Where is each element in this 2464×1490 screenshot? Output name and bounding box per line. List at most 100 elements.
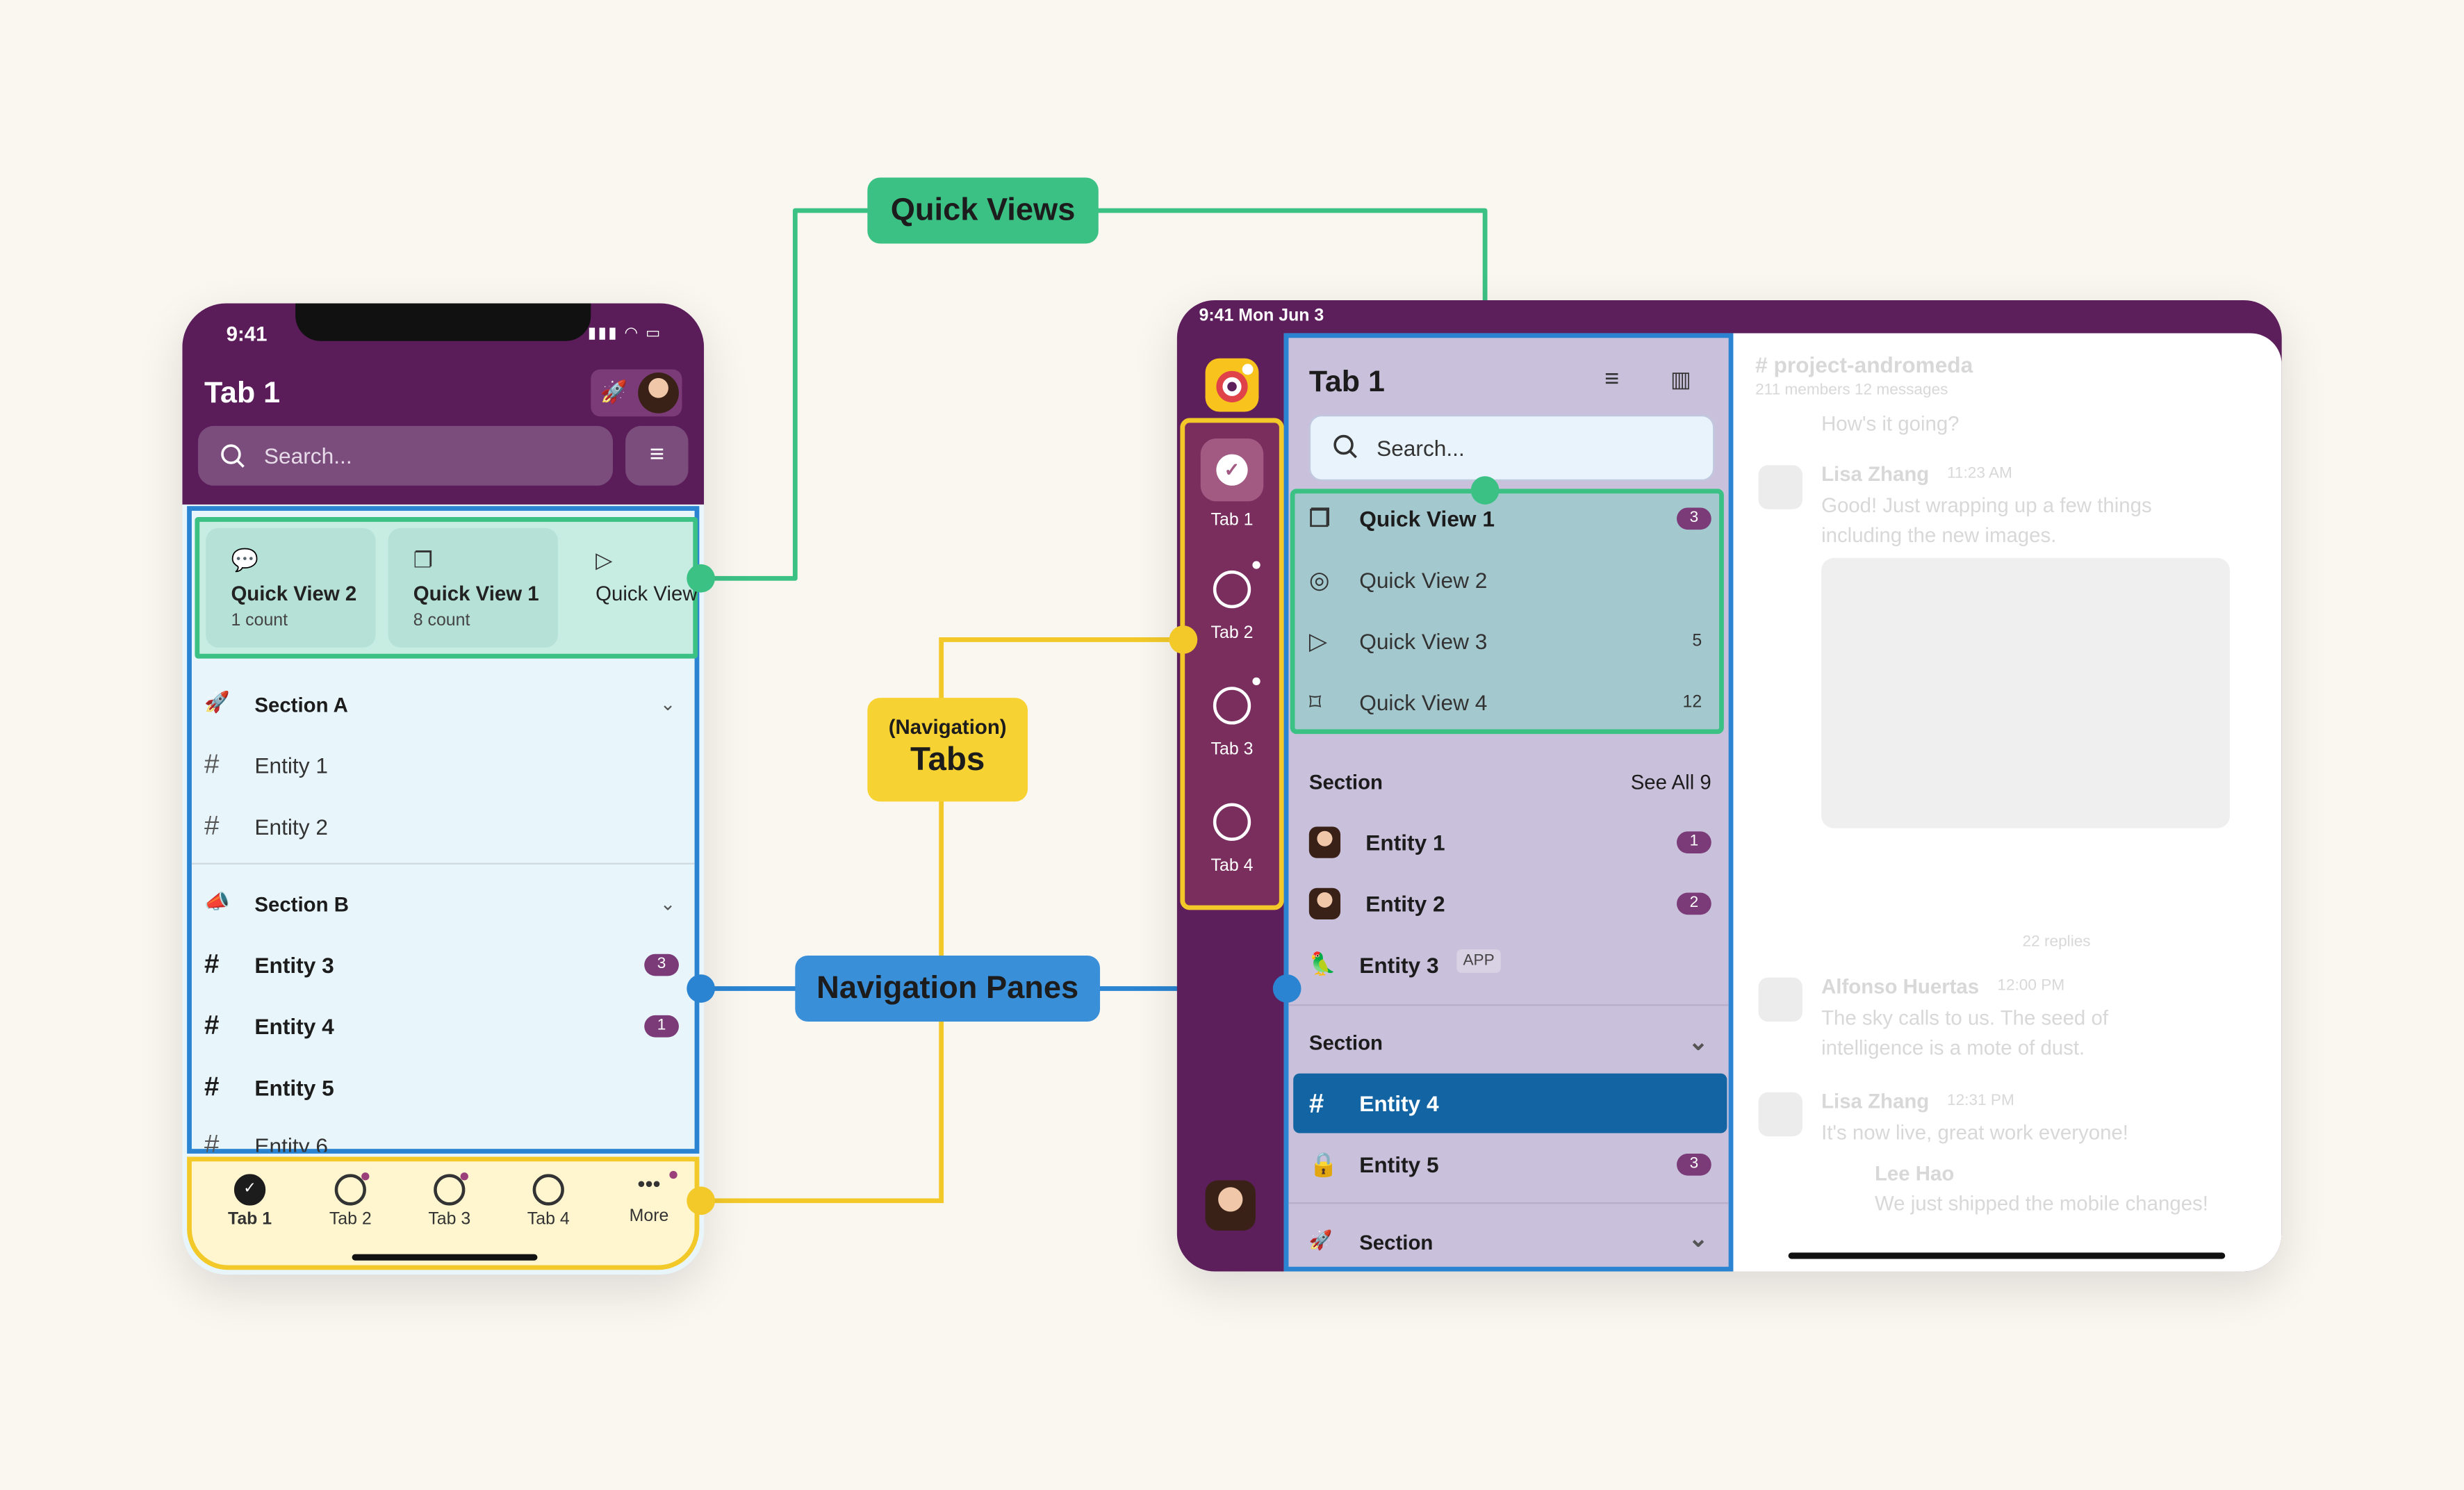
tab-label: Tab 2 (329, 1210, 372, 1229)
phone-page-title: Tab 1 (204, 377, 281, 411)
channel-meta: 211 members 12 messages (1755, 382, 1948, 400)
home-indicator (352, 1254, 538, 1261)
list-item-label: Entity 2 (1365, 891, 1445, 917)
list-item-label: Entity 6 (254, 1133, 328, 1152)
tab-circle-icon (532, 1174, 564, 1206)
message-text: intelligence is a mote of dust. (1821, 1035, 2085, 1060)
section-title: Section A (254, 693, 348, 717)
list-item-label: Entity 4 (254, 1013, 334, 1039)
quick-view-count: 12 (1682, 693, 1702, 712)
tab-circle-icon (1213, 677, 1260, 725)
section-header[interactable]: Section ⌄ (1309, 1028, 1714, 1063)
section-b-header[interactable]: 📣 Section B ⌄ (204, 890, 675, 924)
chevron-down-icon[interactable]: ⌄ (659, 693, 676, 715)
list-item[interactable]: # Entity 2 (204, 811, 675, 846)
tab-4[interactable]: Tab 4 (501, 1174, 596, 1229)
tab-circle-icon (334, 1172, 370, 1206)
filter-icon[interactable]: ≡ (1604, 366, 1620, 393)
phone-quick-views: 💬 Quick View 2 1 count ❐ Quick View 1 8 … (195, 517, 698, 659)
tab-2[interactable]: Tab 2 (1185, 561, 1279, 643)
quick-view-item[interactable]: ▷ Quick View 3 5 (1309, 625, 1714, 660)
list-item[interactable]: # Entity 6 (204, 1130, 675, 1152)
filter-button[interactable]: ≡ (625, 425, 689, 486)
quick-view-label: Quick View 3 (1359, 628, 1488, 654)
filter-icon: ≡ (649, 441, 664, 468)
tab-4[interactable]: Tab 4 (1185, 803, 1279, 876)
tab-label: Tab 4 (527, 1210, 570, 1229)
section-a-header[interactable]: 🚀 Section A ⌄ (204, 690, 675, 725)
list-item[interactable]: 🔒 Entity 5 3 (1309, 1149, 1714, 1184)
list-item[interactable]: 🦜 Entity 3 APP (1309, 949, 1714, 984)
tab-more[interactable]: ••• More (602, 1170, 696, 1226)
message-author: Lisa Zhang (1821, 461, 1930, 486)
tablet-quick-views (1290, 489, 1724, 735)
divider (191, 862, 695, 865)
phone-header-profile[interactable]: 🚀 (591, 369, 682, 417)
tab-label: More (629, 1206, 669, 1226)
sidebar-toggle-icon[interactable]: ▥ (1670, 366, 1691, 392)
tablet-mockup: 9:41 Mon Jun 3 ✓ Tab 1 Tab 2 Tab 3 Tab (1176, 300, 2282, 1272)
tablet-search-input[interactable]: Search... (1308, 415, 1715, 482)
tab-1[interactable]: ✓ Tab 1 (1185, 438, 1279, 530)
chat-bubble-icon: 💬 (231, 547, 258, 573)
search-placeholder: Search... (263, 443, 352, 468)
list-item-label: Entity 4 (1359, 1090, 1439, 1116)
avatar[interactable] (1205, 1180, 1256, 1231)
quick-view-card[interactable]: ▷ Quick View (570, 528, 703, 648)
list-item-label: Entity 5 (1359, 1152, 1439, 1177)
tab-3[interactable]: Tab 3 (402, 1172, 497, 1229)
image-attachment[interactable] (1821, 557, 2231, 828)
avatar (1758, 465, 1802, 509)
message-text: including the new images. (1821, 523, 2057, 548)
tab-2[interactable]: Tab 2 (303, 1172, 397, 1229)
lock-icon: 🔒 (1308, 1152, 1339, 1179)
tabs-callout-title: Tabs (910, 742, 985, 778)
chat-bubble-icon: ◎ (1308, 567, 1330, 594)
channel-title: # project-andromeda (1755, 352, 1973, 377)
thread-replies[interactable]: 22 replies (2022, 933, 2091, 951)
section-header[interactable]: 🚀 Section ⌄ (1309, 1225, 1714, 1262)
list-item-label: Entity 2 (254, 814, 328, 840)
quick-view-item[interactable]: ❐ Quick View 1 3 (1309, 503, 1714, 538)
list-item[interactable]: # Entity 1 (204, 750, 675, 785)
section-header[interactable]: Section See All 9 (1309, 767, 1714, 802)
list-item[interactable]: Entity 1 1 (1308, 826, 1714, 862)
list-item[interactable]: # Entity 3 3 (204, 949, 679, 984)
phone-mockup: 9:41 ▮▮▮ ◠ ▭ Tab 1 🚀 Search... ≡ 💬 Quick… (182, 303, 705, 1275)
tablet-page-title: Tab 1 (1308, 366, 1385, 400)
tabs-callout-sub: (Navigation) (888, 714, 1007, 739)
section-title: Section (1359, 1230, 1434, 1254)
section-title: Section (1308, 770, 1383, 794)
list-item[interactable]: # Entity 4 1 (204, 1010, 679, 1045)
quick-view-label: Quick View 2 (1359, 567, 1488, 593)
tab-label: Tab 3 (428, 1210, 471, 1229)
quick-view-item[interactable]: ◎ Quick View 2 (1309, 564, 1714, 599)
message-time: 11:23 AM (1946, 465, 2012, 483)
unread-badge: 3 (1677, 507, 1711, 530)
see-all-link[interactable]: See All 9 (1630, 770, 1711, 794)
quick-view-item[interactable]: ⌑ Quick View 4 12 (1309, 687, 1714, 721)
message-text: Good! Just wrapping up a few things (1821, 493, 2152, 518)
workspace-logo[interactable] (1205, 358, 1259, 412)
quick-view-card[interactable]: 💬 Quick View 2 1 count (206, 527, 376, 648)
chevron-down-icon[interactable]: ⌄ (1688, 1225, 1709, 1253)
list-item[interactable]: Entity 2 2 (1308, 887, 1714, 923)
avatar (1758, 1092, 1802, 1137)
phone-search-input[interactable]: Search... (197, 425, 613, 486)
channel-hash-icon: # (204, 1010, 220, 1041)
chevron-down-icon[interactable]: ⌄ (1688, 1029, 1709, 1056)
list-item[interactable]: # Entity 5 (204, 1072, 675, 1106)
tab-3[interactable]: Tab 3 (1185, 677, 1279, 759)
section-title: Section (1308, 1031, 1383, 1055)
list-item-selected[interactable]: # Entity 4 (1309, 1088, 1714, 1122)
list-item-label: Entity 1 (1365, 830, 1445, 855)
tab-1[interactable]: ✓ Tab 1 (203, 1174, 297, 1229)
tabs-callout: (Navigation) Tabs (867, 698, 1028, 802)
search-icon (221, 444, 245, 468)
copy-icon: ❐ (413, 547, 434, 573)
send-icon: ▷ (1308, 628, 1327, 656)
quick-view-card[interactable]: ❐ Quick View 1 8 count (388, 527, 558, 648)
tab-circle-icon (434, 1172, 468, 1206)
phone-notch (295, 303, 591, 341)
chevron-down-icon[interactable]: ⌄ (659, 892, 676, 915)
